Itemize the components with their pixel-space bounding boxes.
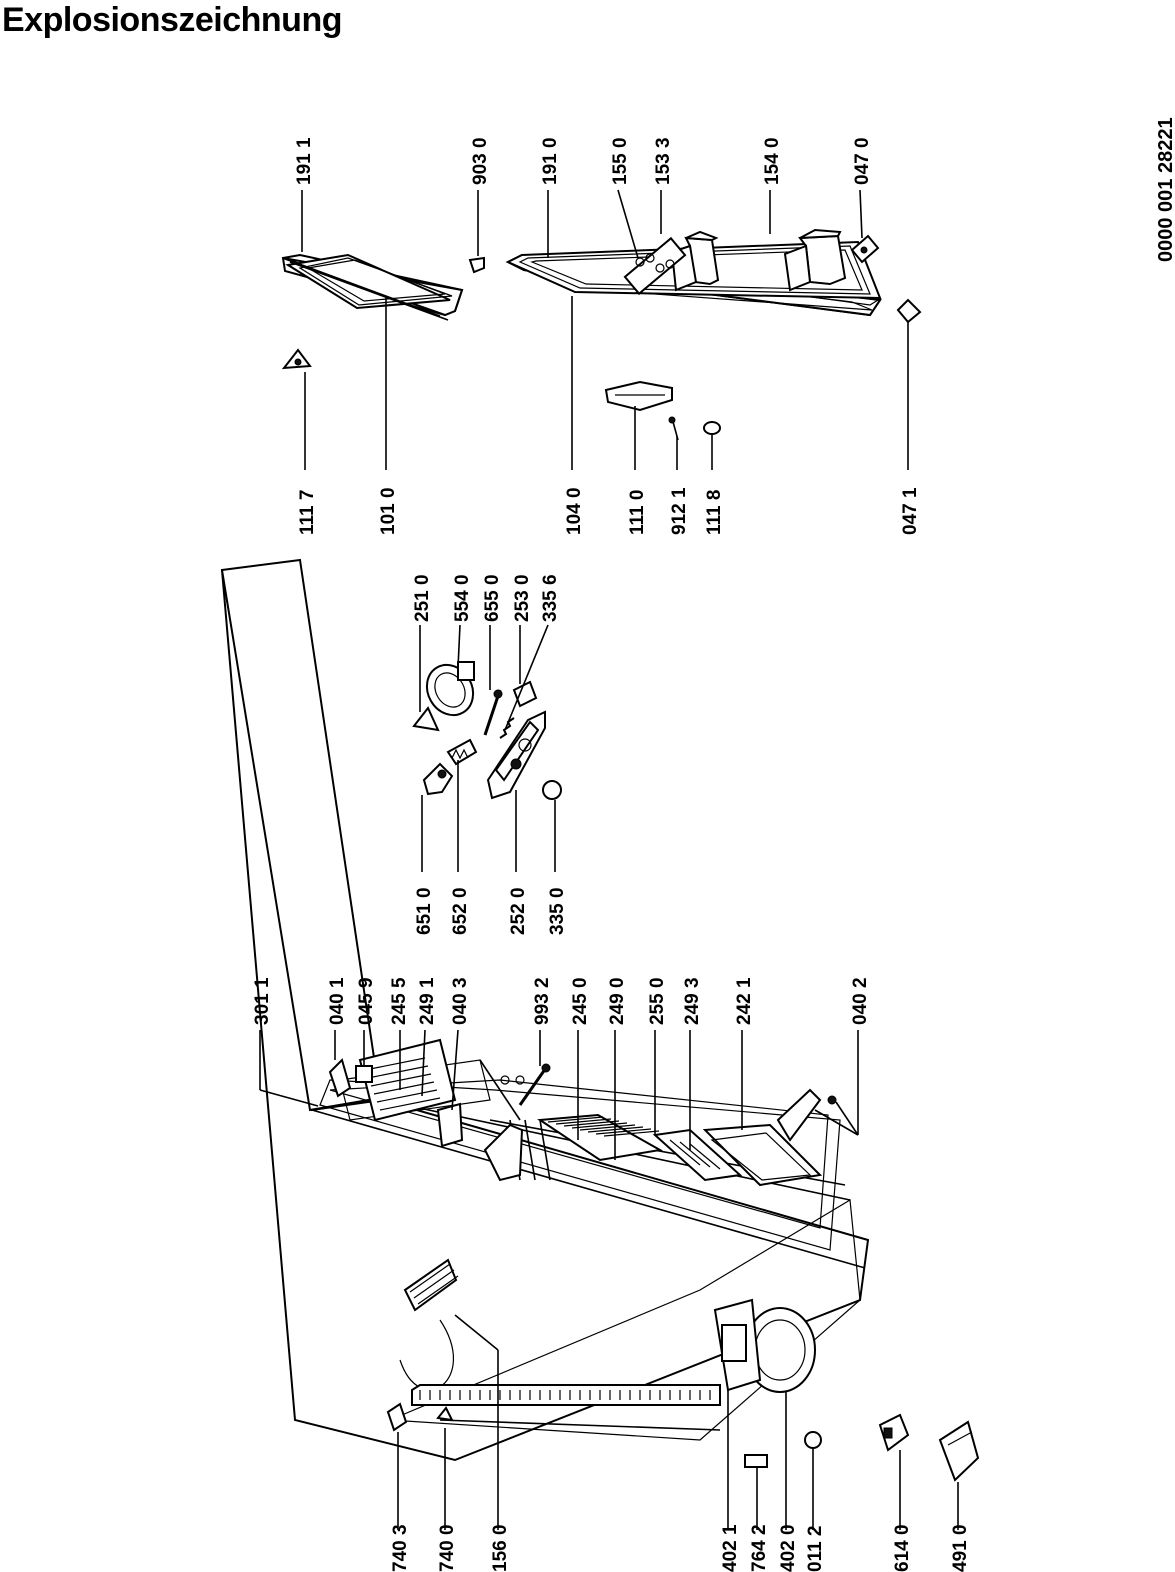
label-614-0: 614 0 bbox=[892, 1524, 913, 1572]
label-245-0: 245 0 bbox=[570, 977, 591, 1025]
thermostat-652-0 bbox=[446, 738, 478, 766]
label-491-0: 491 0 bbox=[950, 1524, 971, 1572]
label-155-0: 155 0 bbox=[610, 137, 631, 185]
label-156-0: 156 0 bbox=[490, 1524, 511, 1572]
relay-402-1 bbox=[713, 1298, 762, 1392]
label-554-0: 554 0 bbox=[452, 574, 473, 622]
lamp-cover-251-0 bbox=[412, 706, 440, 732]
cabinet bbox=[220, 558, 870, 1462]
condenser-740-0 bbox=[411, 1384, 721, 1431]
label-153-3: 153 3 bbox=[653, 137, 674, 185]
cap-335-0 bbox=[542, 780, 562, 800]
label-252-0: 252 0 bbox=[508, 887, 529, 935]
housing-252-0 bbox=[486, 710, 546, 800]
label-104-0: 104 0 bbox=[564, 487, 585, 535]
thermostat-knob-554-0 bbox=[425, 661, 475, 717]
door-shelf-154-0 bbox=[783, 228, 847, 292]
cap-111-8 bbox=[703, 421, 721, 435]
label-335-6: 335 6 bbox=[540, 574, 561, 622]
label-045-9: 045 9 bbox=[356, 977, 377, 1025]
label-402-0: 402 0 bbox=[778, 1524, 799, 1572]
label-249-0: 249 0 bbox=[607, 977, 628, 1025]
hinge-pin-047-1 bbox=[896, 298, 922, 324]
label-912-1: 912 1 bbox=[669, 487, 690, 535]
label-154-0: 154 0 bbox=[762, 137, 783, 185]
label-242-1: 242 1 bbox=[734, 977, 755, 1025]
lamp-holder-651-0 bbox=[422, 762, 454, 796]
lamp-housing-in-cabinet bbox=[483, 1123, 524, 1182]
hinge-040-1 bbox=[328, 1058, 352, 1098]
hinge-047-0 bbox=[850, 234, 880, 264]
label-191-0: 191 0 bbox=[540, 137, 561, 185]
label-301-1: 301 1 bbox=[252, 977, 273, 1025]
bracket-040-3 bbox=[436, 1102, 464, 1148]
label-740-3: 740 3 bbox=[390, 1524, 411, 1572]
label-111-8: 111 8 bbox=[704, 490, 725, 535]
glass-shelf-255-0 bbox=[652, 1128, 743, 1182]
screw-912-1 bbox=[668, 416, 679, 441]
label-040-3: 040 3 bbox=[450, 977, 471, 1025]
label-111-0: 111 0 bbox=[627, 490, 648, 535]
page-title: Explosionszeichnung bbox=[2, 1, 342, 39]
part-614-0 bbox=[878, 1413, 910, 1452]
label-255-0: 255 0 bbox=[647, 977, 668, 1025]
leaders-bottom bbox=[259, 1029, 959, 1530]
label-335-0: 335 0 bbox=[547, 887, 568, 935]
label-101-0: 101 0 bbox=[378, 487, 399, 535]
grommet-011-2 bbox=[804, 1431, 822, 1449]
label-764-2: 764 2 bbox=[749, 1524, 770, 1572]
label-040-1: 040 1 bbox=[327, 977, 348, 1025]
freezer-door bbox=[281, 253, 464, 321]
document-id: 0000 001 28221 bbox=[1155, 117, 1175, 262]
egg-tray-155-0 bbox=[623, 236, 687, 296]
bushing-045-9 bbox=[355, 1065, 373, 1083]
pin-993-2 bbox=[518, 1063, 551, 1106]
label-651-0: 651 0 bbox=[414, 887, 435, 935]
spring-335-6 bbox=[499, 717, 515, 739]
label-402-1: 402 1 bbox=[720, 1524, 741, 1572]
clip-740-3 bbox=[386, 1402, 408, 1432]
label-655-0: 655 0 bbox=[482, 574, 503, 622]
crisper-242-1 bbox=[702, 1123, 823, 1187]
bottom-hinge-040-2 bbox=[776, 1088, 837, 1142]
label-040-2: 040 2 bbox=[850, 977, 871, 1025]
switch-253-0 bbox=[512, 680, 538, 708]
leaders-top-right bbox=[301, 189, 909, 470]
leaders-middle bbox=[419, 624, 556, 872]
lamp-socket-655-0 bbox=[483, 689, 503, 736]
label-249-3: 249 3 bbox=[682, 977, 703, 1025]
part-903-0 bbox=[468, 256, 485, 274]
label-249-1: 249 1 bbox=[417, 977, 438, 1025]
door-handle-111-0 bbox=[604, 380, 673, 412]
label-740-0: 740 0 bbox=[437, 1524, 458, 1572]
part-491-0 bbox=[938, 1420, 980, 1482]
label-191-1: 191 1 bbox=[294, 137, 315, 185]
label-652-0: 652 0 bbox=[450, 887, 471, 935]
label-245-5: 245 5 bbox=[389, 977, 410, 1025]
label-047-1: 047 1 bbox=[900, 487, 921, 535]
label-047-0: 047 0 bbox=[852, 137, 873, 185]
label-111-7: 111 7 bbox=[297, 490, 318, 535]
label-251-0: 251 0 bbox=[412, 574, 433, 622]
capacitor-764-2 bbox=[744, 1454, 768, 1468]
freezer-grid bbox=[364, 1057, 441, 1111]
label-903-0: 903 0 bbox=[470, 137, 491, 185]
hinge-cover-111-7 bbox=[281, 348, 312, 370]
label-253-0: 253 0 bbox=[512, 574, 533, 622]
label-993-2: 993 2 bbox=[532, 977, 553, 1025]
label-011-2: 011 2 bbox=[805, 1526, 826, 1572]
